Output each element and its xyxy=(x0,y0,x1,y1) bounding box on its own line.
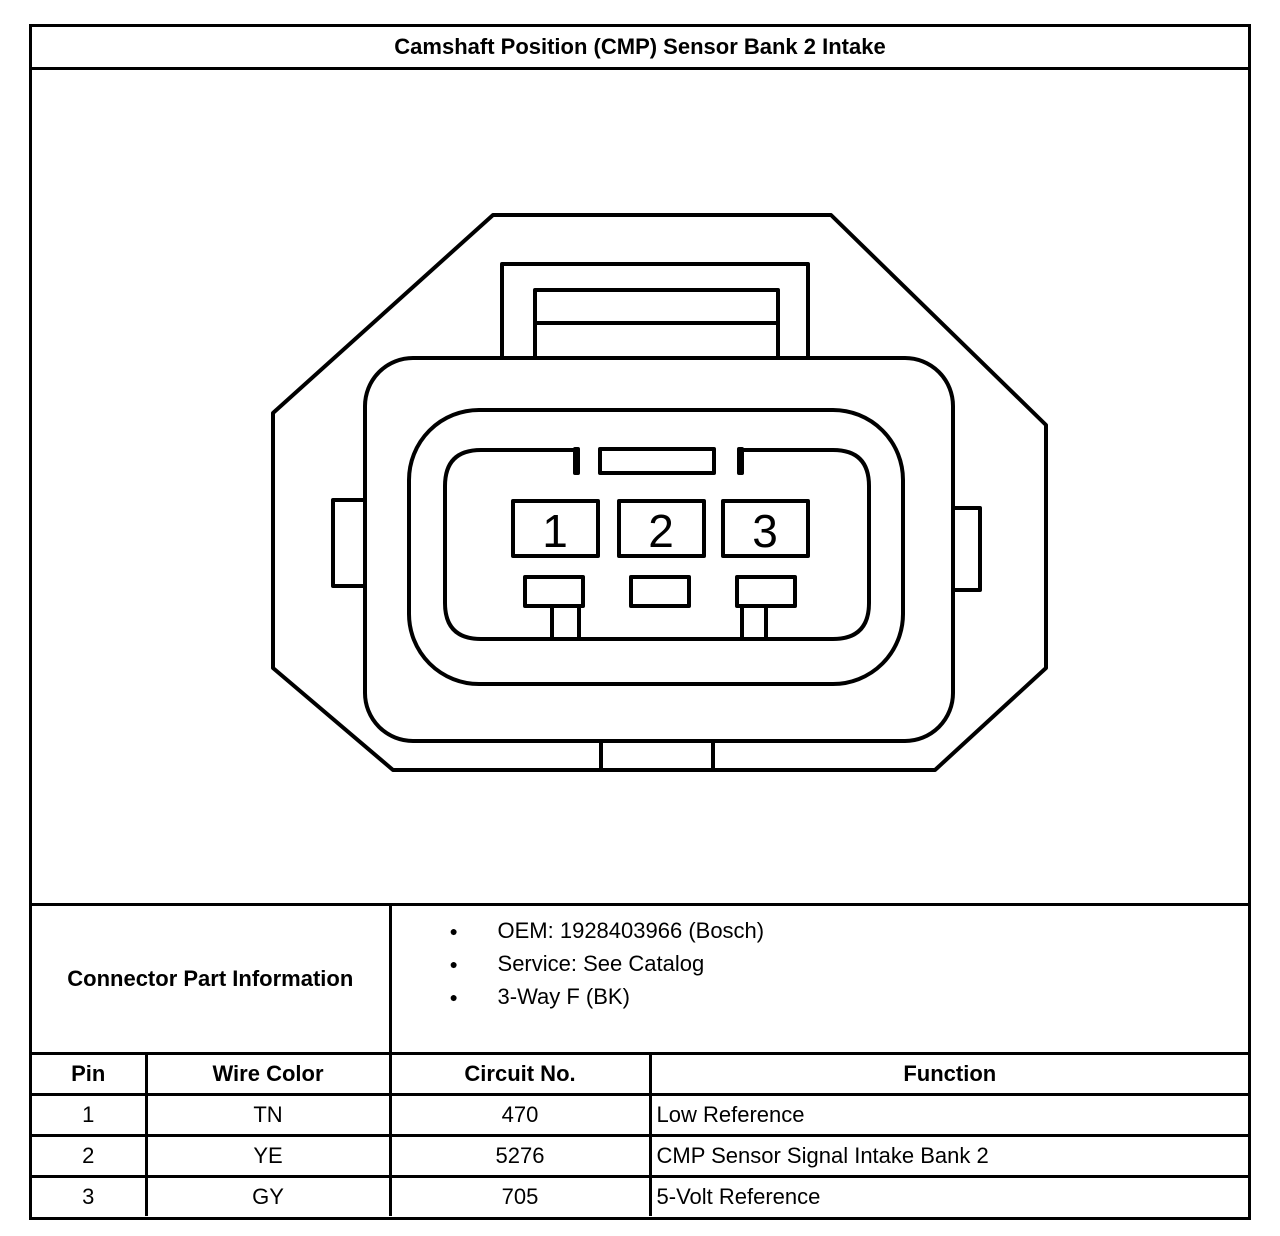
table-row: 1 TN 470 Low Reference xyxy=(30,1093,1250,1137)
right-tab xyxy=(951,506,982,592)
table-row: 3 GY 705 5-Volt Reference xyxy=(30,1175,1250,1218)
part-info-details: OEM: 1928403966 (Bosch) Service: See Cat… xyxy=(388,903,1250,1055)
pin-label-1: 1 xyxy=(542,505,568,557)
wire-color-cell: TN xyxy=(144,1093,392,1137)
header-wire-color: Wire Color xyxy=(144,1052,392,1096)
terminal-3 xyxy=(735,575,797,608)
connector-diagram: 1 2 3 xyxy=(32,70,1248,903)
wire-color-cell: GY xyxy=(144,1175,392,1218)
header-circuit-no: Circuit No. xyxy=(388,1052,652,1096)
pin-label-2: 2 xyxy=(648,505,674,557)
header-pin: Pin xyxy=(30,1052,148,1096)
pin-box-1 xyxy=(511,499,600,558)
terminal-2 xyxy=(629,575,691,608)
part-info-item: 3-Way F (BK) xyxy=(450,982,1249,1015)
function-cell: Low Reference xyxy=(648,1093,1250,1137)
table-row: 2 YE 5276 CMP Sensor Signal Intake Bank … xyxy=(30,1134,1250,1178)
part-info-item: OEM: 1928403966 (Bosch) xyxy=(450,916,1249,949)
pin-label-3: 3 xyxy=(752,505,778,557)
terminal-1 xyxy=(523,575,585,608)
connector-face-drawing: 1 2 3 xyxy=(271,213,1048,772)
pin-box-3 xyxy=(721,499,810,558)
pin-box-2 xyxy=(617,499,706,558)
pin-cell: 2 xyxy=(30,1134,148,1178)
left-tab xyxy=(331,498,367,588)
connector-info-table: Connector Part Information OEM: 19284039… xyxy=(30,903,1250,1218)
part-info-item: Service: See Catalog xyxy=(450,949,1249,982)
circuit-cell: 470 xyxy=(388,1093,652,1137)
pin-cell: 3 xyxy=(30,1175,148,1218)
bottom-key xyxy=(599,739,715,772)
circuit-cell: 5276 xyxy=(388,1134,652,1178)
header-function: Function xyxy=(648,1052,1250,1096)
pin-table-header: Pin Wire Color Circuit No. Function xyxy=(30,1052,1250,1096)
center-slot xyxy=(598,447,716,475)
connector-sheet: Camshaft Position (CMP) Sensor Bank 2 In… xyxy=(29,24,1251,1220)
function-cell: CMP Sensor Signal Intake Bank 2 xyxy=(648,1134,1250,1178)
wire-color-cell: YE xyxy=(144,1134,392,1178)
part-info-label: Connector Part Information xyxy=(30,903,392,1055)
circuit-cell: 705 xyxy=(388,1175,652,1218)
terminal-cavity-inner xyxy=(443,448,871,641)
function-cell: 5-Volt Reference xyxy=(648,1175,1250,1218)
pin-cell: 1 xyxy=(30,1093,148,1137)
page-title: Camshaft Position (CMP) Sensor Bank 2 In… xyxy=(32,27,1248,70)
